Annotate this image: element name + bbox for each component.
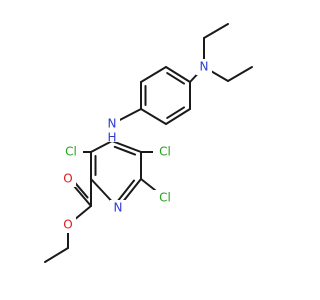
bond-b5-b6 xyxy=(165,108,191,125)
cl6-label: Cl xyxy=(159,191,171,205)
pyridine-nitrogen-atom: N xyxy=(110,200,126,216)
bond-c6-n1-double xyxy=(116,179,136,202)
o-ester-label: O xyxy=(63,218,72,232)
npyr-label: N xyxy=(114,201,123,215)
nh-h-label: H xyxy=(107,131,116,145)
bond-c4-c5-double xyxy=(113,145,137,156)
amine-nh-atom: N H xyxy=(103,112,120,145)
bond-e2a-e2b xyxy=(227,66,253,82)
bond-c4-c5 xyxy=(111,140,142,153)
bond-b6-b1 xyxy=(140,108,167,125)
chlorine-atom-6: Cl xyxy=(153,190,177,206)
nh-n-label: N xyxy=(108,117,117,131)
carbonyl-oxygen-atom: O xyxy=(60,171,76,187)
chlorine-atom-3: Cl xyxy=(59,144,83,160)
bond-layer xyxy=(44,23,253,263)
o-carbonyl-label: O xyxy=(63,172,72,186)
bond-e1a-e1b xyxy=(203,23,229,39)
bond-b3-b4-double xyxy=(166,72,186,85)
namine-label: N xyxy=(200,60,209,74)
ester-oxygen-atom: O xyxy=(60,217,76,233)
diethylamino-nitrogen-atom: N xyxy=(196,59,212,75)
molecule-structure: Cl N H Cl Cl N O O N xyxy=(44,23,253,263)
bond-c3-c4 xyxy=(90,140,113,153)
cl5-label: Cl xyxy=(159,145,171,159)
bond-ch2-ch3 xyxy=(44,247,69,263)
cl3-label: Cl xyxy=(65,145,77,159)
bond-b5-b6-double xyxy=(166,106,186,119)
chlorine-atom-5: Cl xyxy=(153,144,177,160)
bond-b2-b3 xyxy=(140,66,167,83)
bond-b3-b4 xyxy=(165,66,191,83)
atom-label-layer: Cl N H Cl Cl N O O N xyxy=(59,59,212,233)
